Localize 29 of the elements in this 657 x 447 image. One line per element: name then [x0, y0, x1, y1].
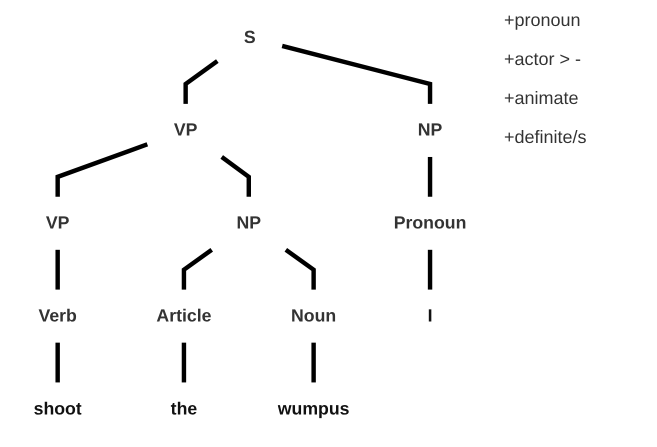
connector — [284, 248, 316, 290]
connector — [428, 250, 432, 290]
node-text: the — [170, 399, 198, 419]
node-text: VP — [46, 214, 70, 234]
node-text: I — [428, 306, 433, 326]
connector — [220, 155, 251, 197]
node-text: shoot — [34, 399, 82, 419]
node-text: Pronoun — [394, 214, 466, 234]
connector — [55, 250, 60, 290]
feature-label: +actor > - — [504, 49, 582, 70]
connector — [311, 342, 316, 383]
connector — [182, 342, 186, 383]
node-text: Noun — [291, 306, 336, 326]
connector — [183, 60, 219, 104]
feature-label: +pronoun — [504, 10, 582, 31]
connector — [182, 248, 214, 290]
node-text: wumpus — [278, 399, 350, 419]
node-text: Article — [156, 306, 212, 326]
connector — [55, 342, 60, 383]
connector — [55, 142, 148, 197]
feature-label: +definite/s — [504, 127, 588, 148]
node-text: S — [244, 28, 256, 48]
connector — [428, 157, 432, 197]
feature-label: +animate — [504, 88, 580, 109]
connector — [282, 44, 432, 104]
node-text: NP — [236, 214, 262, 234]
node-text: NP — [418, 120, 442, 140]
node-text: Verb — [38, 306, 77, 326]
node-text: VP — [174, 120, 198, 140]
